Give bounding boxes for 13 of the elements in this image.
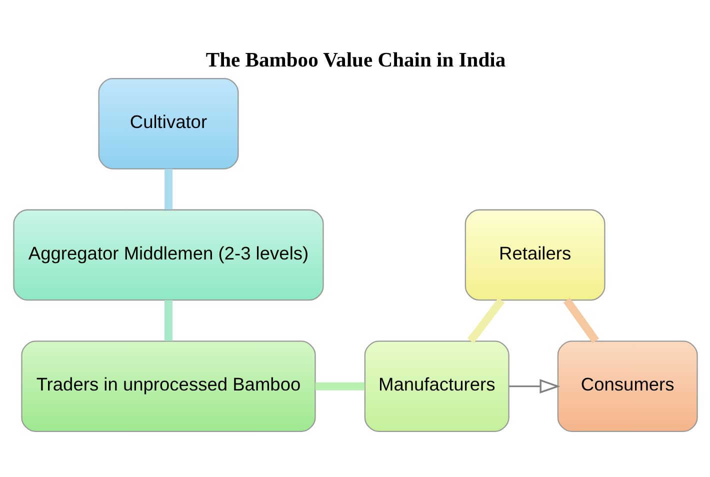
node-box: Aggregator Middlemen (2-3 levels) bbox=[12, 208, 324, 300]
node-box: Consumers bbox=[556, 340, 698, 432]
connector bbox=[164, 168, 172, 210]
node-box: Traders in unprocessed Bamboo bbox=[20, 340, 316, 432]
connector bbox=[164, 300, 172, 340]
node-box: Retailers bbox=[464, 208, 605, 300]
diagram-title: The Bamboo Value Chain in India bbox=[205, 48, 506, 71]
connector bbox=[466, 297, 504, 343]
node-box: Cultivator bbox=[98, 77, 238, 169]
connector bbox=[314, 382, 364, 390]
node-box: Manufacturers bbox=[364, 340, 509, 432]
arrow bbox=[508, 378, 560, 394]
connector bbox=[562, 297, 599, 343]
